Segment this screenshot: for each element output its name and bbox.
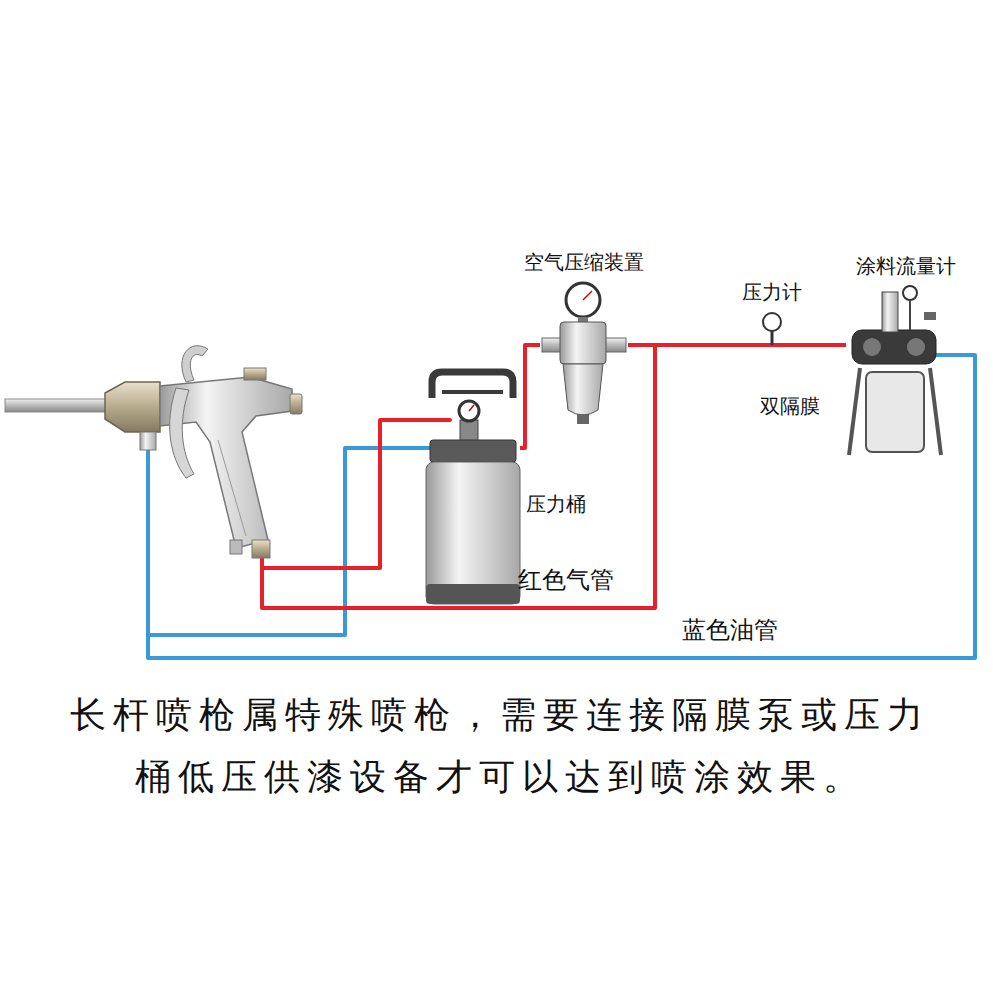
air-pipe (520, 345, 540, 448)
pipe-lines (148, 345, 975, 658)
device-label: 涂料流量计 (856, 254, 956, 278)
caption: 长杆喷枪属特殊喷枪，需要连接隔膜泵或压力桶低压供漆设备才可以达到喷涂效果。 (60, 684, 940, 808)
air-regulator (542, 283, 626, 424)
device-label: 空气压缩装置 (524, 250, 644, 274)
air-pipe (628, 343, 760, 347)
equipment-node: 压力桶 (420, 366, 520, 606)
device-label: 压力桶 (526, 492, 586, 516)
air-pipe (784, 343, 846, 347)
device-sublabel: 双隔膜 (760, 394, 820, 418)
spray-gun (5, 346, 302, 558)
device-label: 压力计 (742, 280, 802, 304)
equipment-node: 压力计 (760, 310, 784, 350)
pipe-label: 红色气管 (518, 566, 614, 594)
pressure-gauge (763, 313, 781, 345)
diaphragm-pump (849, 286, 941, 455)
equipment-node: 涂料流量计双隔膜 (846, 284, 944, 458)
equipment-node: 空气压缩装置 (540, 282, 628, 428)
pipe-label: 蓝色油管 (682, 616, 778, 644)
pressure-tank (426, 372, 520, 604)
